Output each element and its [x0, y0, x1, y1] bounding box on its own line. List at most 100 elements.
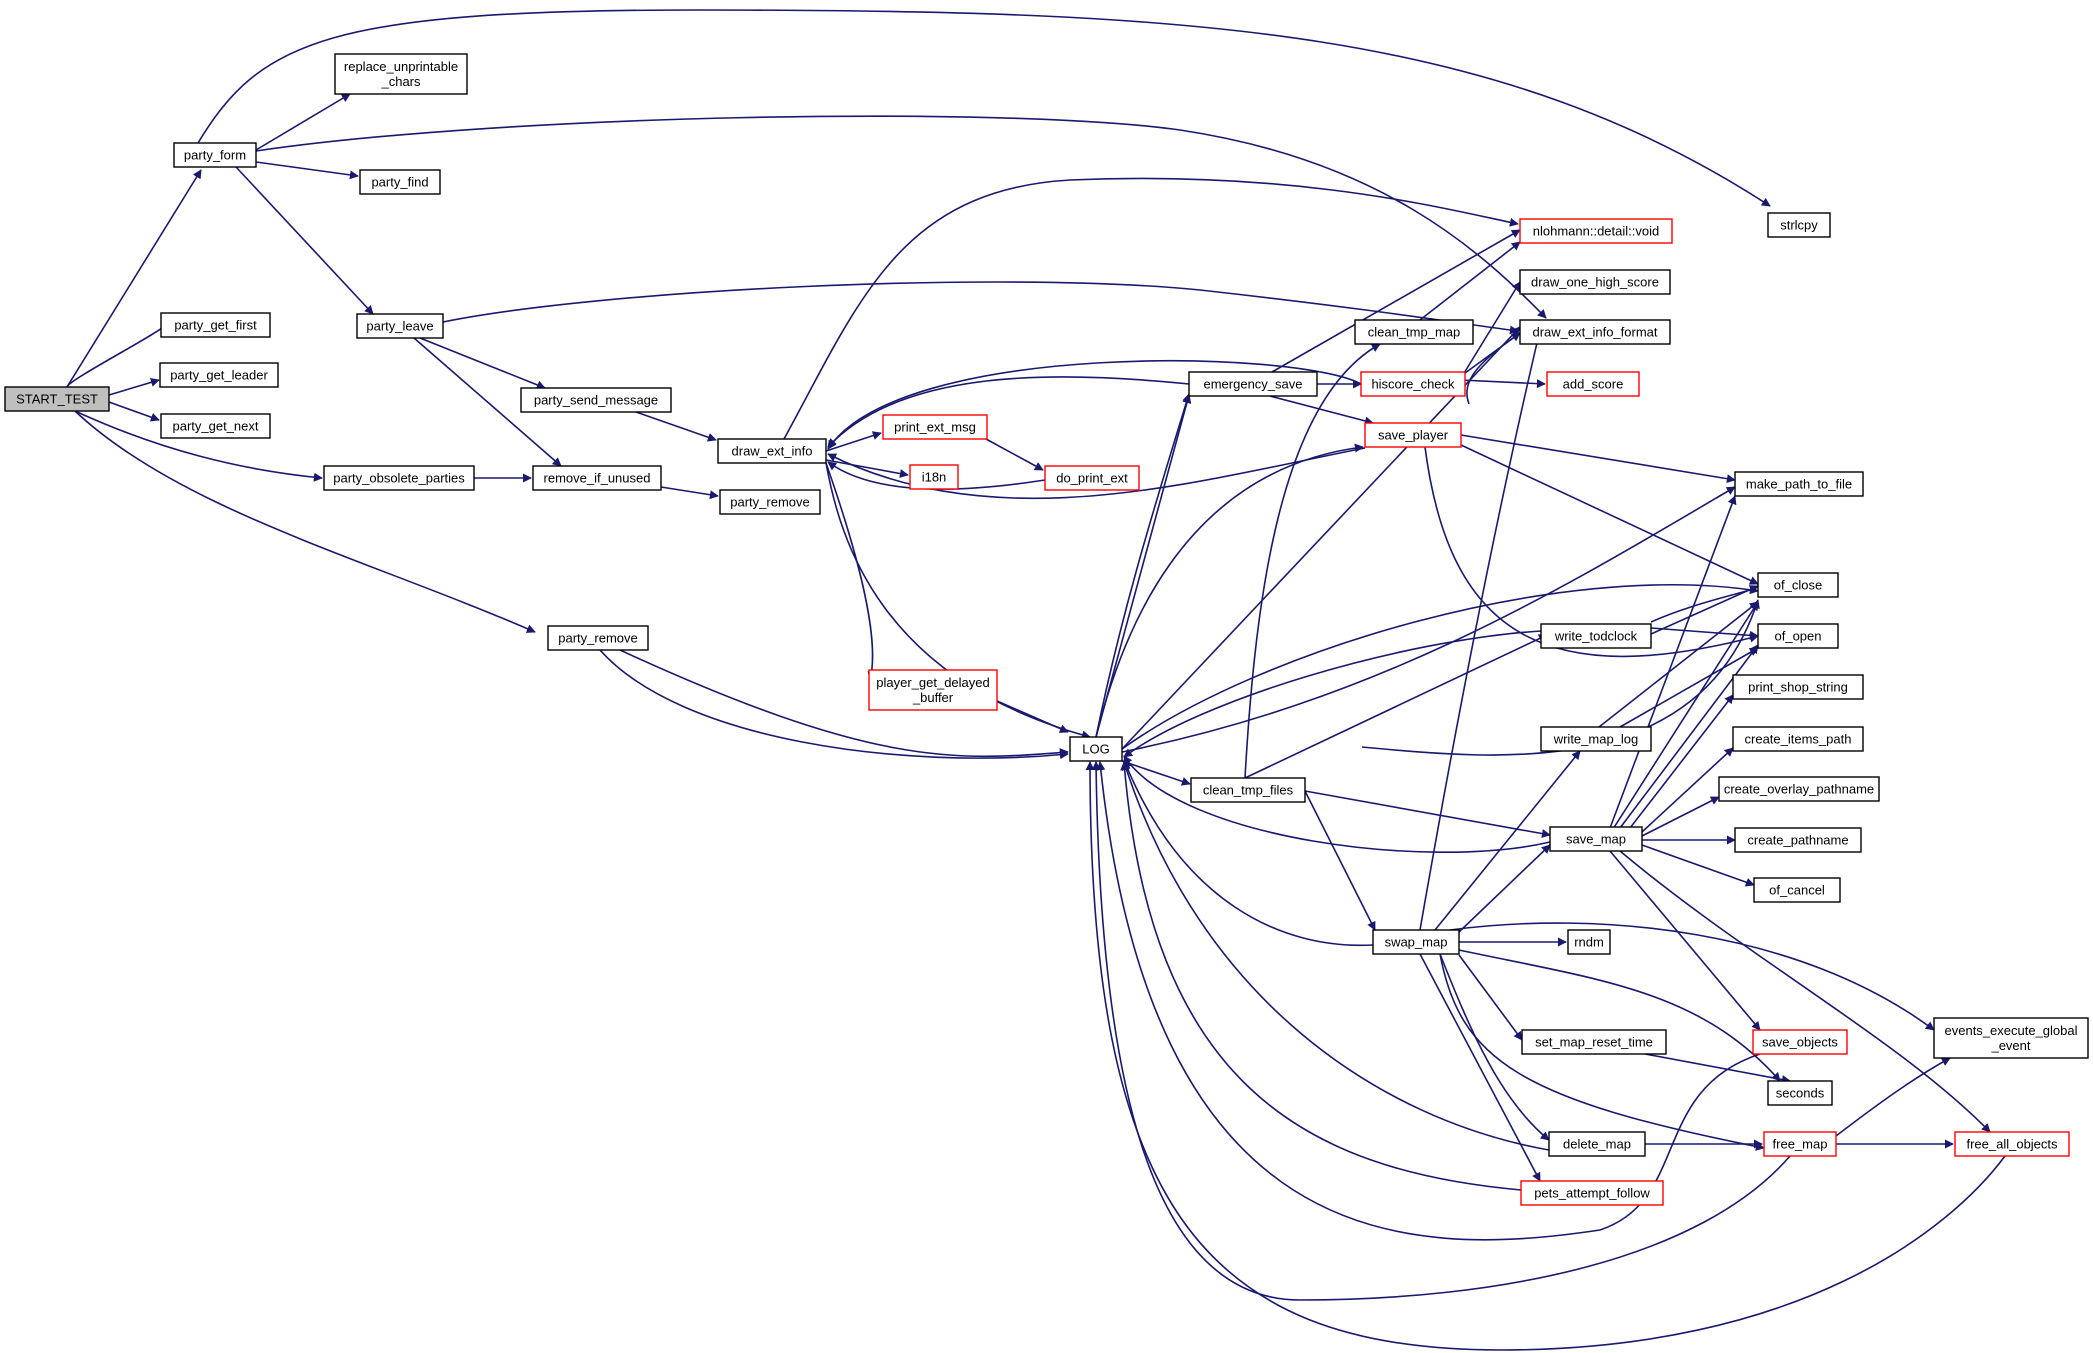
- call-edge: [1095, 394, 1192, 738]
- node-box: [719, 489, 821, 515]
- node-party-obsolete-parties[interactable]: party_obsolete_parties: [323, 465, 475, 491]
- node-box: [1520, 1180, 1664, 1206]
- call-edge: [1095, 393, 1191, 738]
- node-party-leave[interactable]: party_leave: [356, 313, 444, 339]
- node-box: [1954, 1131, 2070, 1157]
- node-party-remove-b[interactable]: party_remove: [547, 625, 649, 651]
- node-label: party_get_next: [172, 419, 258, 434]
- node-delete-map[interactable]: delete_map: [1548, 1131, 1646, 1157]
- node-draw-one-high-score[interactable]: draw_one_high_score: [1519, 269, 1671, 295]
- node-pets-attempt-follow[interactable]: pets_attempt_follow: [1520, 1180, 1664, 1206]
- node-box: [1364, 422, 1462, 448]
- node-box: [1567, 929, 1611, 955]
- call-edge: [1439, 953, 1550, 1141]
- node-draw-ext-info[interactable]: draw_ext_info: [717, 438, 827, 464]
- call-edges: [66, 9, 2006, 1351]
- node-write-todclock[interactable]: write_todclock: [1540, 623, 1652, 649]
- node-events-execute-global[interactable]: events_execute_global_event: [1933, 1017, 2089, 1059]
- node-player-get-delayed[interactable]: player_get_delayed_buffer: [868, 669, 998, 711]
- call-edge: [996, 700, 1069, 733]
- node-box: [160, 413, 271, 439]
- call-edge: [1644, 1053, 1791, 1084]
- call-edge: [74, 410, 323, 482]
- node-label: nlohmann::detail::void: [1533, 224, 1659, 239]
- node-save-map[interactable]: save_map: [1549, 826, 1643, 852]
- node-box: [1521, 1029, 1667, 1055]
- node-i18n[interactable]: i18n: [909, 464, 959, 490]
- node-do-print-ext[interactable]: do_print_ext: [1044, 465, 1140, 491]
- node-nlohmann-void[interactable]: nlohmann::detail::void: [1519, 218, 1673, 244]
- node-of-cancel[interactable]: of_cancel: [1753, 877, 1841, 903]
- node-create-pathname[interactable]: create_pathname: [1734, 827, 1862, 853]
- node-rndm[interactable]: rndm: [1567, 929, 1611, 955]
- node-free-map[interactable]: free_map: [1763, 1131, 1837, 1157]
- node-save-objects[interactable]: save_objects: [1752, 1029, 1848, 1055]
- node-print-ext-msg[interactable]: print_ext_msg: [882, 414, 988, 440]
- node-label: i18n: [922, 470, 947, 485]
- node-print-shop-string[interactable]: print_shop_string: [1732, 674, 1864, 700]
- node-box: [1069, 736, 1123, 762]
- call-edge: [1650, 585, 1766, 623]
- node-box: [1732, 726, 1864, 752]
- node-party-get-leader[interactable]: party_get_leader: [159, 362, 279, 388]
- call-edge: [1304, 790, 1551, 838]
- node-label: delete_map: [1563, 1137, 1631, 1152]
- call-edge: [1458, 844, 1551, 933]
- node-replace-unprintable[interactable]: replace_unprintable_chars: [334, 53, 468, 95]
- call-edge: [1419, 953, 1541, 1182]
- node-label: START_TEST: [16, 392, 98, 407]
- node-remove-if-unused[interactable]: remove_if_unused: [532, 465, 662, 491]
- node-label: of_close: [1774, 578, 1822, 593]
- call-edge: [825, 459, 909, 478]
- node-party-get-next[interactable]: party_get_next: [160, 413, 271, 439]
- node-box: [1767, 212, 1831, 238]
- node-label: make_path_to_file: [1746, 477, 1852, 492]
- node-label: write_todclock: [1554, 629, 1638, 644]
- node-swap-map[interactable]: swap_map: [1372, 929, 1460, 955]
- call-edge: [1835, 1057, 1951, 1137]
- node-party-remove-a[interactable]: party_remove: [719, 489, 821, 515]
- node-seconds[interactable]: seconds: [1767, 1080, 1833, 1106]
- node-make-path-to-file[interactable]: make_path_to_file: [1734, 471, 1864, 497]
- node-label: of_cancel: [1769, 883, 1825, 898]
- node-party-form[interactable]: party_form: [173, 142, 257, 168]
- call-edge: [1304, 790, 1376, 931]
- node-box: [1757, 572, 1839, 598]
- node-party-send-message[interactable]: party_send_message: [520, 387, 672, 413]
- call-edge: [255, 93, 351, 151]
- node-clean-tmp-files[interactable]: clean_tmp_files: [1190, 777, 1306, 803]
- node-add-score[interactable]: add_score: [1546, 371, 1640, 397]
- node-label: replace_unprintable: [344, 59, 458, 74]
- node-label: save_map: [1566, 832, 1626, 847]
- call-edge: [255, 161, 359, 180]
- node-party-find[interactable]: party_find: [359, 169, 441, 195]
- node-of-open[interactable]: of_open: [1757, 623, 1839, 649]
- node-box: [1933, 1017, 2089, 1059]
- node-create-overlay-pathname[interactable]: create_overlay_pathname: [1718, 776, 1880, 802]
- node-hiscore-check[interactable]: hiscore_check: [1360, 371, 1466, 397]
- node-label: set_map_reset_time: [1535, 1035, 1653, 1050]
- node-box: [160, 312, 271, 338]
- call-edge: [619, 649, 1069, 758]
- node-label: print_ext_msg: [894, 420, 976, 435]
- node-set-map-reset-time[interactable]: set_map_reset_time: [1521, 1029, 1667, 1055]
- node-emergency-save[interactable]: emergency_save: [1188, 371, 1318, 397]
- node-box: [1732, 674, 1864, 700]
- call-edge: [1598, 601, 1759, 728]
- node-of-close[interactable]: of_close: [1757, 572, 1839, 598]
- node-box: [1734, 471, 1864, 497]
- node-strlcpy[interactable]: strlcpy: [1767, 212, 1831, 238]
- node-start-test[interactable]: START_TEST: [4, 386, 110, 412]
- node-save-player[interactable]: save_player: [1364, 422, 1462, 448]
- node-log[interactable]: LOG: [1069, 736, 1123, 762]
- node-write-map-log[interactable]: write_map_log: [1540, 726, 1652, 752]
- node-free-all-objects[interactable]: free_all_objects: [1954, 1131, 2070, 1157]
- node-draw-ext-info-format[interactable]: draw_ext_info_format: [1519, 319, 1671, 345]
- node-box: [159, 362, 279, 388]
- node-clean-tmp-map[interactable]: clean_tmp_map: [1354, 319, 1474, 345]
- node-box: [359, 169, 441, 195]
- node-label: party_form: [184, 148, 246, 163]
- node-create-items-path[interactable]: create_items_path: [1732, 726, 1864, 752]
- node-party-get-first[interactable]: party_get_first: [160, 312, 271, 338]
